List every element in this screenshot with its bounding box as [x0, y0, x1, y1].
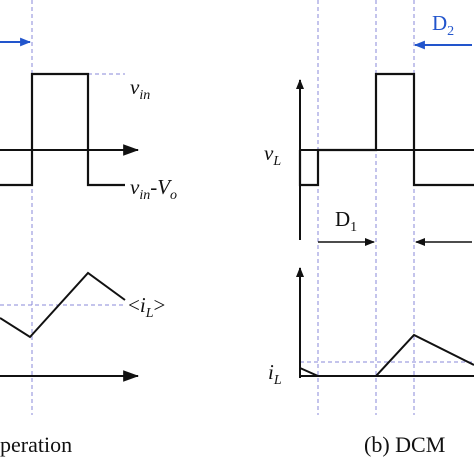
left-panel: vin vin-Vo <iL> peration [0, 0, 177, 457]
left-voltage-waveform [0, 72, 125, 187]
right-vl-label: vL [264, 141, 281, 169]
right-d2-label: D2 [432, 11, 454, 39]
right-caption: (b) DCM [364, 432, 445, 457]
right-d1-label: D1 [335, 207, 357, 235]
left-current-waveform [0, 271, 126, 339]
right-il-waveform [299, 333, 474, 377]
left-caption: peration [0, 432, 72, 457]
left-vin-label: vin [130, 75, 150, 103]
left-il-average-label: <iL> [128, 293, 165, 321]
left-vin-minus-vo-label: vin-Vo [130, 175, 177, 203]
right-il-label: iL [268, 360, 282, 388]
right-panel: D2 vL D1 iL (b) DCM [264, 0, 474, 457]
right-vl-waveform [298, 72, 474, 187]
